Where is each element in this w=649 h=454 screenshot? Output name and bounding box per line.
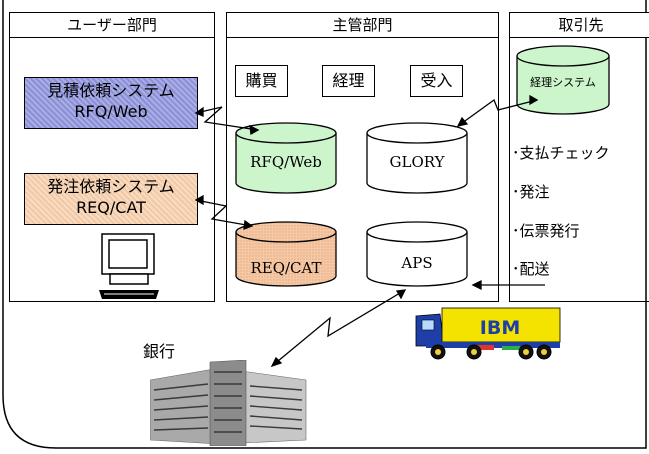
rfq-system-title: 見積依頼システム	[47, 81, 175, 100]
req-cat-database-icon	[235, 221, 337, 287]
connector-lines	[194, 94, 545, 368]
rfq-system-code: RFQ/Web	[74, 102, 148, 121]
partner-task-ordering: ･発注	[512, 183, 550, 201]
tag-purchasing: 購買	[235, 65, 288, 97]
req-cat-db-label: REQ/CAT	[250, 259, 322, 277]
rfq-web-database-icon	[235, 122, 337, 194]
rfq-system-box: 見積依頼システム RFQ/Web	[24, 77, 198, 129]
link-req-to-db	[195, 199, 253, 227]
glory-db-label: GLORY	[389, 153, 445, 171]
tag-accounting: 経理	[322, 65, 375, 97]
header-user-dept: ユーザー部門	[9, 12, 215, 38]
bank-label: 銀行	[143, 342, 176, 361]
partner-accounting-db-label: 経理システム	[530, 76, 596, 89]
header-partner: 取引先	[509, 12, 649, 38]
header-main-dept: 主管部門	[226, 12, 499, 38]
req-system-box: 発注依頼システム REQ/CAT	[24, 173, 198, 225]
ibm-truck-icon: IBM	[415, 307, 561, 360]
partner-task-payment-check: ･支払チェック	[512, 144, 610, 162]
bank-building-icon	[150, 360, 307, 446]
link-aps-to-bank	[271, 289, 406, 367]
tag-receiving: 受入	[410, 65, 463, 97]
link-partner-to-glory	[457, 98, 538, 127]
partner-task-slip-issue: ･伝票発行	[512, 222, 580, 240]
partner-accounting-database-icon	[516, 45, 610, 115]
partner-task-delivery: ･配送	[512, 260, 550, 278]
computer-icon	[99, 233, 159, 299]
link-rfq-to-db	[195, 106, 259, 131]
rfq-web-db-label: RFQ/Web	[250, 153, 322, 171]
req-system-title: 発注依頼システム	[47, 177, 175, 196]
aps-db-label: APS	[401, 254, 433, 272]
truck-logo-text: IBM	[480, 317, 520, 339]
glory-database-icon	[366, 122, 468, 194]
req-system-code: REQ/CAT	[76, 198, 146, 217]
aps-database-icon	[366, 221, 468, 287]
